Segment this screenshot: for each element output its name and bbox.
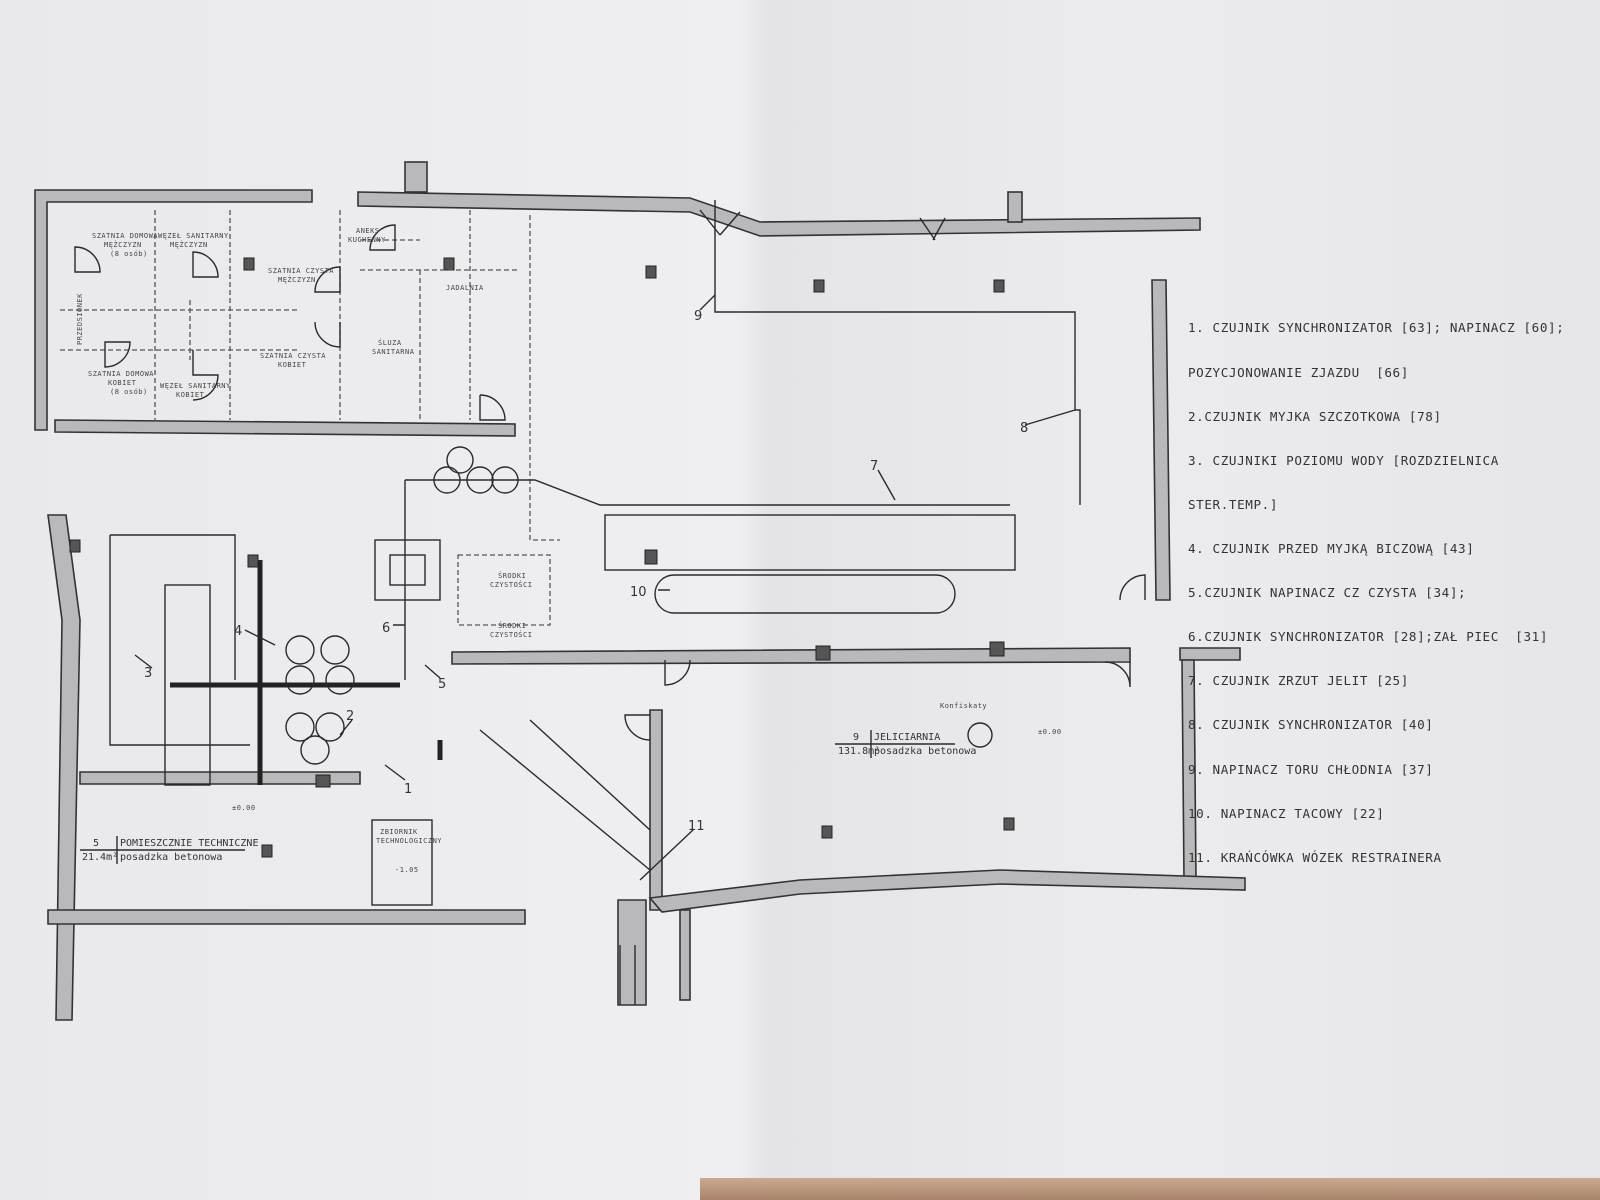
marker-5: 5 [438,677,446,692]
room-srodki-2: ŚRODKI [498,621,526,630]
room-techniczne-num: 5 [93,838,99,849]
room-labels: SZATNIA DOMOWA MĘŻCZYZN (8 osób) WĘZEŁ S… [76,227,1062,906]
room-szatnia-czysta-m: SZATNIA CZYSTA [268,267,334,275]
conveyor-lines [109,200,1081,1005]
room-label: TECHNOLOGICZNY [376,837,442,845]
room-label: MĘŻCZYZN [170,240,208,249]
sensor-legend: 1. CZUJNIK SYNCHRONIZATOR [63]; NAPINACZ… [1188,292,1564,880]
room-label: CZYSTOŚCI [490,630,532,639]
level-zero-2: ±0.00 [1038,728,1062,736]
legend-line: 11. KRAŃCÓWKA WÓZEK RESTRAINERA [1188,849,1442,865]
marker-2: 2 [346,709,354,724]
room-label: MĘŻCZYZN [278,275,316,284]
room-szatnia-domowa-m: SZATNIA DOMOWA [92,232,158,240]
marker-9: 9 [694,309,702,324]
partitions [60,210,560,626]
konfiskaty-label: Konfiskaty [940,702,987,710]
room-srodki-1: ŚRODKI [498,571,526,580]
room-label: KOBIET [278,361,307,369]
legend-line: 2.CZUJNIK MYJKA SZCZOTKOWA [78] [1188,408,1442,424]
room-label: MĘŻCZYZN [104,240,142,249]
level-minus: -1.05 [395,866,419,874]
room-techniczne-area: 21.4m² [82,852,118,863]
legend-line: 9. NAPINACZ TORU CHŁODNIA [37] [1188,761,1434,777]
room-label: CZYSTOŚCI [490,580,532,589]
room-jeliciarnia-area: 131.8m² [838,746,880,757]
room-aneks: ANEKS [356,227,380,235]
legend-line: 1. CZUJNIK SYNCHRONIZATOR [63]; NAPINACZ… [1188,320,1565,336]
marker-4: 4 [234,624,242,639]
marker-3: 3 [144,666,152,681]
marker-10: 10 [630,585,647,600]
room-jeliciarnia-floor: posadzka betonowa [874,746,976,757]
room-sluza: ŚLUZA [378,338,402,347]
legend-line: 3. CZUJNIKI POZIOMU WODY [ROZDZIELNICA [1188,452,1499,468]
marker-7: 7 [870,459,878,474]
legend-line: 10. NAPINACZ TACOWY [22] [1188,805,1385,821]
room-label: SANITARNA [372,348,415,356]
legend-line: POZYCJONOWANIE ZJAZDU [66] [1188,364,1409,380]
room-przedsionek: PRZEDSIONEK [76,293,84,345]
table-edge [700,1178,1600,1200]
room-szatnia-czysta-k: SZATNIA CZYSTA [260,352,326,360]
room-szatnia-domowa-k: SZATNIA DOMOWA [88,370,154,378]
marker-8: 8 [1020,421,1028,436]
marker-6: 6 [382,621,390,636]
room-zbiornik: ZBIORNIK [380,828,418,836]
room-wezel-m: WĘZEŁ SANITARNY [158,232,229,240]
columns [69,257,1015,858]
room-jadalnia: JADALNIA [446,284,484,292]
room-wezel-k: WĘZEŁ SANITARNY [160,382,231,390]
sensor-markers: 1 2 3 4 5 6 7 8 9 10 11 [134,294,1076,881]
walls [34,161,1246,1021]
room-label: KOBIET [176,391,205,399]
room-label: KOBIET [108,379,137,387]
room-label: (8 osób) [110,388,148,396]
legend-line: 5.CZUJNIK NAPINACZ CZ CZYSTA [34]; [1188,585,1467,601]
room-label: KUCHENNY [348,236,386,244]
room-jeliciarnia-num: 9 [853,732,859,743]
doors [74,209,1146,741]
legend-line: STER.TEMP.] [1188,496,1279,512]
marker-1: 1 [404,782,412,797]
level-zero: ±0.00 [232,804,256,812]
legend-line: 8. CZUJNIK SYNCHRONIZATOR [40] [1188,717,1434,733]
room-techniczne-floor: posadzka betonowa [120,852,222,863]
legend-line: 6.CZUJNIK SYNCHRONIZATOR [28];ZAŁ PIEC [… [1188,629,1549,645]
legend-line: 7. CZUJNIK ZRZUT JELIT [25] [1188,673,1409,689]
room-jeliciarnia-name: JELICIARNIA [874,732,940,743]
room-techniczne-name: POMIESZCZNIE TECHNICZNE [120,838,258,849]
legend-line: 4. CZUJNIK PRZED MYJKĄ BICZOWĄ [43] [1188,540,1475,556]
room-label: (8 osób) [110,250,148,258]
